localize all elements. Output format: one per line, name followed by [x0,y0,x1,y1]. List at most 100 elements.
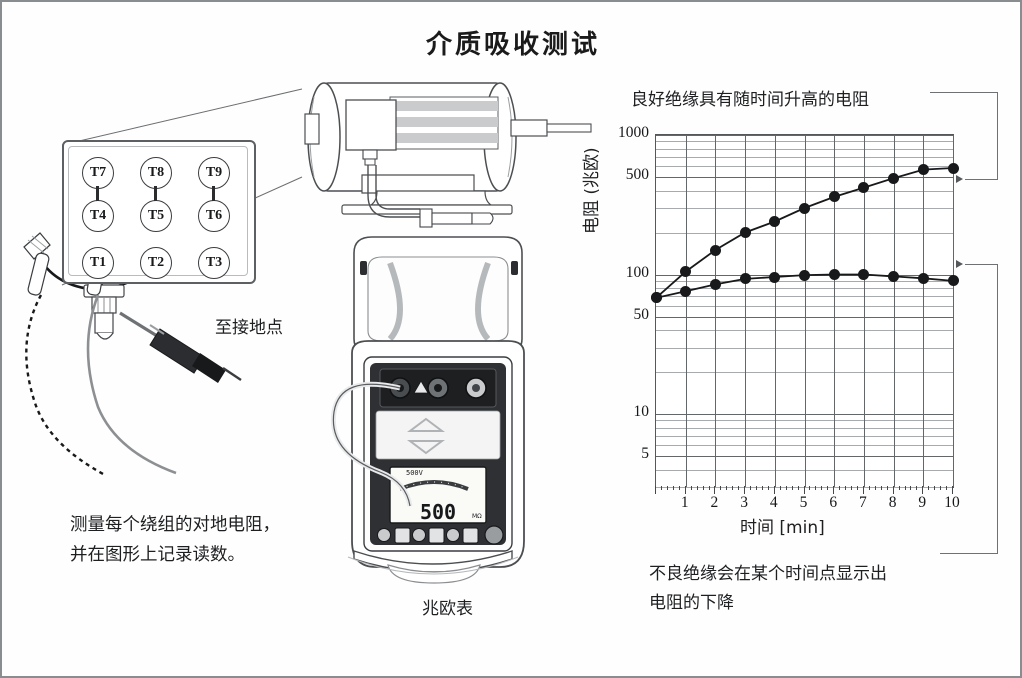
terminal-t7: T7 [82,157,114,189]
jumper-t9-t6 [212,186,215,201]
x-axis-tick [666,486,668,490]
x-axis-tick [702,486,704,490]
leader-arrow-bad [956,260,963,268]
y-tick-label: 1000 [618,124,649,141]
data-point [739,227,751,238]
x-axis-tick [815,486,817,490]
data-point [828,269,840,280]
x-axis-tick [779,486,781,490]
x-axis-tick [851,486,852,490]
gridline-vertical [893,135,895,487]
terminal-t8: T8 [140,157,172,189]
motor-body [304,82,592,228]
gridline-vertical [863,135,865,487]
data-point [709,244,721,256]
data-point [858,269,870,280]
leader-line-bad-v [997,264,999,554]
terminal-t1: T1 [82,247,114,279]
x-axis-tick [785,486,787,490]
svg-text:MΩ: MΩ [472,513,482,520]
instruction-line-1: 测量每个绕组的对地电阻， [70,515,280,535]
x-axis-tick [726,486,728,490]
data-point [947,275,959,287]
x-axis-tick [880,486,882,490]
jumper-t8-t5 [154,186,157,201]
data-point [739,273,751,285]
x-axis-tick [660,486,662,490]
x-axis-tick [946,486,948,490]
series-layer [656,167,953,299]
y-tick-label: 10 [633,403,650,420]
y-tick-label: 50 [633,305,650,323]
terminal-t3: T3 [198,247,230,279]
y-tick-label: 100 [625,263,649,281]
x-axis-tick [862,486,864,494]
x-axis-tick [845,486,847,490]
x-axis-tick [714,486,716,494]
x-axis-tick [791,486,793,490]
data-point [917,272,929,284]
x-axis-tick [773,486,775,494]
x-axis-tick [916,486,918,490]
x-axis-tick [910,486,912,490]
gridline-vertical [715,135,717,487]
gridline-vertical [923,135,925,487]
data-point [709,278,721,290]
x-axis-tick [756,486,757,490]
leader-line-good-v [997,92,999,180]
x-axis-tick [708,486,710,490]
leader-line-bad-h2 [965,264,998,266]
x-axis-tick [767,486,769,490]
x-axis-tick [928,486,930,490]
x-tick-label: 8 [888,494,897,511]
x-tick-label: 1 [680,494,689,511]
ground-probe [119,311,242,383]
x-tick-label: 3 [740,494,748,511]
leader-line-good-h1 [930,92,998,94]
data-point [680,266,692,278]
x-axis-tick [821,486,823,490]
x-tick-label: 9 [918,494,927,511]
jumper-t7-t4 [96,186,99,201]
y-tick-label: 500 [625,166,649,183]
svg-text:500V: 500V [406,469,424,477]
x-axis-tick [684,486,686,494]
annotation-bad-line-2: 电阻的下降 [649,593,734,613]
x-axis-tick [720,486,722,490]
terminal-t6: T6 [198,200,230,232]
x-axis-tick [655,486,656,494]
x-axis-tick [868,486,870,490]
data-point [888,270,900,282]
label-to-ground: 至接地点 [215,318,283,338]
x-axis-tick [809,486,811,490]
gridline-horizontal [656,487,953,488]
x-axis-tick [827,486,829,490]
data-point [828,191,840,203]
resistance-vs-time-plot [650,134,959,488]
x-axis-tick [892,486,894,494]
x-axis-tick [922,486,924,494]
x-axis-tick [898,486,900,490]
wiring-diagram-svg: 500V 500 MΩ [23,82,592,584]
x-axis-tick [833,486,835,494]
x-axis-tick [738,486,740,490]
x-axis-tick [934,486,936,490]
x-axis-tick [678,486,680,490]
terminal-t2: T2 [140,247,172,279]
page-title: 介质吸收测试 [425,30,600,60]
x-tick-label: 6 [829,494,838,511]
terminal-t4: T4 [82,200,114,232]
megohmmeter: 500V 500 MΩ [330,236,525,584]
x-tick-label: 4 [769,494,778,511]
terminal-t9: T9 [198,157,230,189]
x-axis-tick [803,486,805,494]
annotation-bad-line-1: 不良绝缘会在某个时间点显示出 [649,564,887,584]
data-point [799,202,810,214]
test-probe-left [23,232,106,477]
leader-line-bad-h1 [940,553,998,555]
x-axis-tick [952,486,953,494]
data-point [650,292,662,304]
x-axis-tick [904,486,906,490]
x-tick-label: 7 [859,494,867,511]
data-point [769,216,781,227]
